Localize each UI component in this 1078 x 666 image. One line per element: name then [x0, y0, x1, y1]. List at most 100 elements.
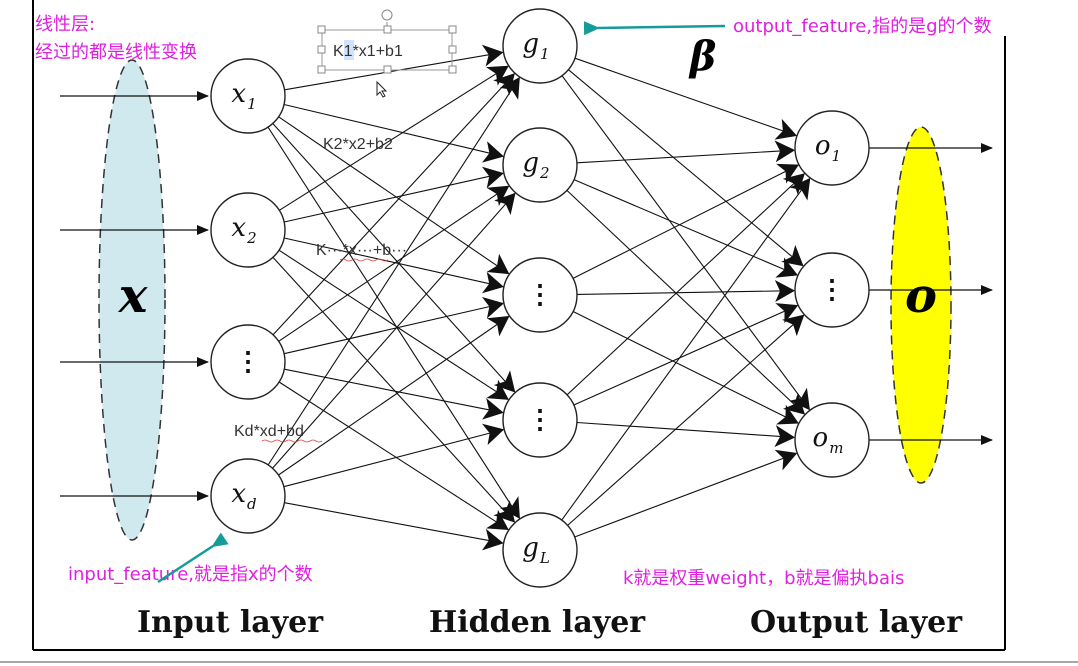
input-feature-pointer	[157, 532, 229, 584]
connection-edge	[278, 249, 509, 400]
hidden-node-circle	[502, 512, 578, 588]
resize-handle-w[interactable]	[317, 45, 326, 54]
output-node-subscript: 1	[832, 147, 842, 165]
input-vector-ellipse	[98, 59, 166, 541]
input-vector-label: x	[118, 268, 149, 324]
connection-edge	[574, 57, 798, 140]
input-node-circle	[210, 324, 286, 400]
hidden-node-subscript: 1	[540, 45, 550, 63]
connection-edge	[572, 163, 799, 279]
output-vector-ellipse	[890, 126, 952, 484]
input-node-subscript: d	[247, 495, 257, 513]
connection-edge	[279, 65, 509, 211]
connection-edge	[566, 189, 806, 415]
hidden-node-circle	[502, 8, 578, 84]
formula-k2: K2*x2+b2	[323, 136, 393, 153]
connection-edge	[272, 256, 516, 523]
connection-edge	[561, 177, 811, 521]
resize-handle-n[interactable]	[383, 25, 392, 34]
formula-kd: Kd*xd+bd	[234, 423, 304, 440]
connection-edge	[267, 126, 520, 519]
hidden-node: gL	[502, 512, 578, 588]
input-hidden-connections	[267, 44, 520, 551]
connection-edge	[576, 140, 796, 164]
output-node-circle	[794, 110, 870, 186]
output-node-ellipsis: ⋮	[819, 275, 845, 305]
output-arrows	[869, 143, 993, 445]
connection-edge	[272, 123, 516, 393]
spellcheck-underline-1	[339, 258, 389, 262]
input-node-ellipsis: ⋮	[235, 347, 261, 377]
hidden-layer-label: Hidden layer	[429, 605, 646, 640]
connection-edge	[283, 297, 504, 355]
connection-edge	[561, 75, 810, 411]
connection-edge	[272, 73, 515, 336]
output-node-circle	[794, 252, 870, 328]
input-node: x2	[210, 192, 286, 268]
linear-layer-title: 线性层:	[35, 14, 95, 35]
hidden-node: ⋮	[502, 257, 578, 333]
formula-textbox[interactable]: K1*x1+b1	[317, 9, 457, 74]
hidden-node-circle	[502, 382, 578, 458]
output-vector-label: o	[905, 268, 937, 324]
connection-edge	[573, 179, 799, 278]
formula-k-generic: K···*x···+b···	[316, 242, 407, 259]
hidden-node: ⋮	[502, 382, 578, 458]
resize-handle-se[interactable]	[448, 65, 457, 74]
hidden-node-circle	[502, 127, 578, 203]
resize-handle-s[interactable]	[383, 65, 392, 74]
output-layer-label: Output layer	[750, 605, 963, 640]
input-node: x1	[210, 58, 286, 134]
output-feature-pointer	[583, 21, 726, 36]
weight-bias-note: k就是权重weight，b就是偏执bais	[623, 568, 904, 589]
output-node: ⋮	[794, 252, 870, 328]
connection-edge	[267, 77, 520, 466]
connection-edge	[567, 314, 805, 526]
rotate-handle-icon[interactable]	[381, 9, 393, 21]
connection-edge	[283, 103, 504, 163]
resize-handle-sw[interactable]	[317, 65, 326, 74]
input-node-subscript: 2	[246, 229, 257, 247]
connection-edge	[278, 116, 510, 275]
connection-edge	[566, 173, 805, 396]
connection-edge	[574, 449, 798, 538]
connection-edge	[573, 303, 799, 406]
connection-edge	[284, 502, 504, 551]
input-node: ⋮	[210, 324, 286, 400]
hidden-node-ellipsis: ⋮	[527, 280, 553, 310]
mouse-cursor-icon	[376, 80, 388, 98]
connection-edge	[568, 69, 804, 267]
input-node: xd	[210, 458, 286, 534]
output-node-circle	[794, 402, 870, 478]
linear-layer-description: 经过的都是线性变换	[35, 42, 197, 63]
connection-edge	[572, 311, 799, 425]
input-node-circle	[210, 458, 286, 534]
connection-edge	[278, 185, 510, 342]
hidden-node: g1	[502, 8, 578, 84]
output-node-subscript: m	[829, 439, 843, 457]
input-node-circle	[210, 58, 286, 134]
connection-edge	[283, 166, 504, 223]
connection-edge	[576, 280, 795, 303]
connection-edge	[272, 192, 516, 469]
hidden-node-subscript: L	[539, 549, 550, 567]
resize-handle-e[interactable]	[448, 45, 457, 54]
resize-handle-ne[interactable]	[448, 25, 457, 34]
output-node: o1	[794, 110, 870, 186]
connection-edge	[278, 315, 510, 476]
input-node-subscript: 1	[247, 95, 257, 113]
input-arrows	[60, 91, 209, 501]
weight-beta-label: β	[688, 33, 717, 80]
connection-edge	[284, 368, 504, 420]
connection-edge	[284, 44, 504, 91]
resize-handle-nw[interactable]	[317, 25, 326, 34]
hidden-node-circle	[502, 257, 578, 333]
input-node-circle	[210, 192, 286, 268]
output-node: om	[794, 402, 870, 478]
formula-k1[interactable]: K1*x1+b1	[333, 43, 403, 60]
connection-edge	[278, 381, 509, 530]
connection-edge	[283, 237, 504, 294]
spellcheck-underline-2	[261, 439, 323, 443]
